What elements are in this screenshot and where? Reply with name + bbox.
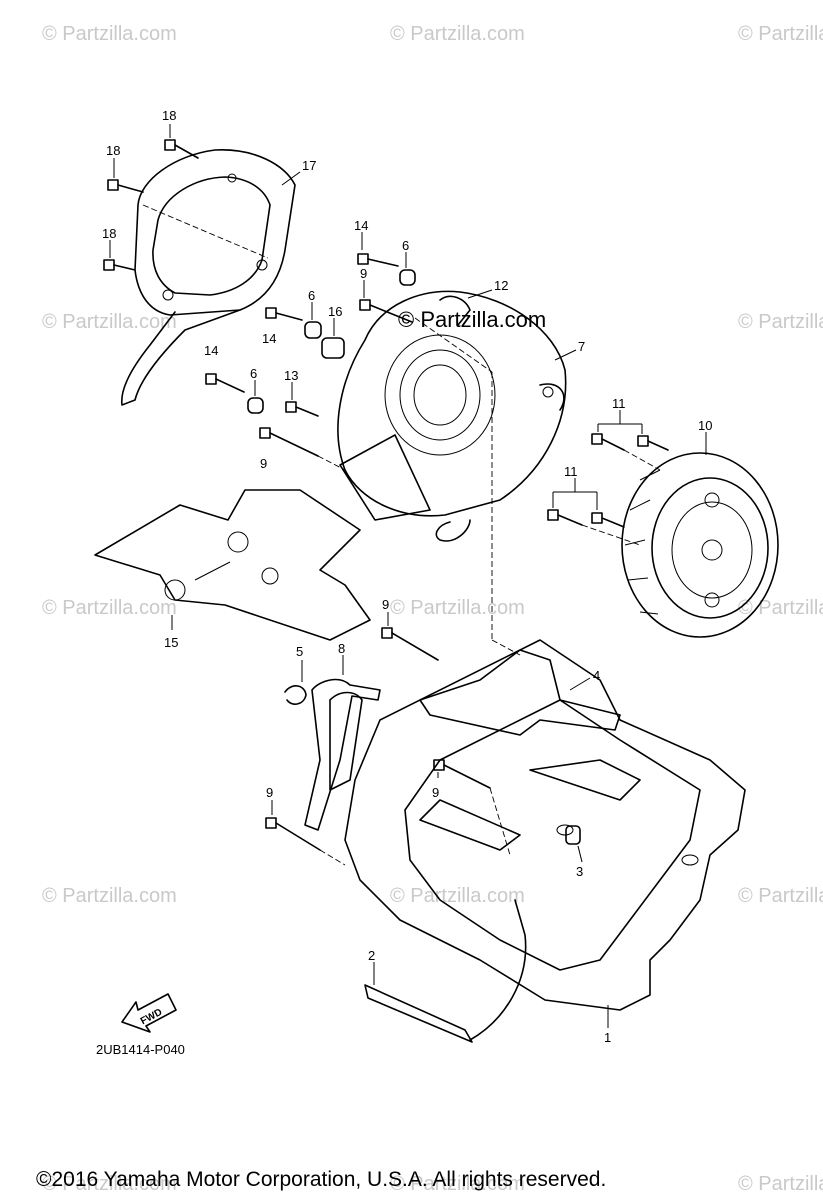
bolt-11: [547, 509, 583, 526]
watermark: © Partzilla.com: [738, 311, 823, 333]
spacers: [247, 269, 581, 845]
callout-label: 18: [106, 143, 120, 158]
bolt-13: [285, 401, 319, 417]
watermark: © Partzilla.com: [42, 597, 177, 619]
fwd-arrow-icon: FWD: [121, 993, 177, 1033]
bolt-11: [591, 512, 625, 528]
callout-numbers: 18 18 18 17 14 6 9 12 7 14 6 16 14 6 13 …: [102, 108, 712, 1045]
callout-label: 5: [296, 644, 303, 659]
callout-label: 9: [382, 597, 389, 612]
part-17-shroud: [120, 149, 296, 406]
callout-label: 2: [368, 948, 375, 963]
watermark: © Partzilla.com: [738, 1173, 823, 1195]
callout-label: 3: [576, 864, 583, 879]
callout-label: 17: [302, 158, 316, 173]
callout-label: 12: [494, 278, 508, 293]
watermark: © Partzilla.com: [42, 1173, 177, 1195]
bolt-11: [637, 435, 669, 451]
part-6-grommet: [304, 321, 322, 339]
copyright-notice: ©2016 Yamaha Motor Corporation, U.S.A. A…: [36, 1168, 606, 1191]
bolt-18: [107, 179, 144, 193]
watermark-grid: © Partzilla.com © Partzilla.com © Partzi…: [42, 23, 823, 1195]
assembly-lines: [142, 204, 661, 866]
callout-label: 9: [266, 785, 273, 800]
callout-label: 15: [164, 635, 178, 650]
callout-label: 9: [360, 266, 367, 281]
watermark: © Partzilla.com: [390, 597, 525, 619]
bolt-14: [357, 253, 399, 267]
callout-label: 11: [564, 464, 578, 479]
callout-label: 13: [284, 368, 298, 383]
part-10-flywheel: [621, 452, 779, 638]
bolt-18: [103, 259, 136, 271]
part-4-bracket: [419, 649, 621, 736]
bolt-18: [164, 139, 199, 159]
part-15-gasket: [94, 489, 371, 641]
watermark: © Partzilla.com: [390, 1173, 525, 1195]
part-3-collar: [565, 825, 581, 845]
callout-label: 6: [402, 238, 409, 253]
part-16-collar: [321, 337, 345, 359]
bolt-9: [265, 817, 321, 851]
callout-label: 9: [260, 456, 267, 471]
part-7-fan-housing: [337, 290, 567, 542]
callout-label: 8: [338, 641, 345, 656]
watermark-main: © Partzilla.com: [398, 307, 546, 332]
callout-label: 6: [308, 288, 315, 303]
watermark: © Partzilla.com: [42, 23, 177, 45]
fwd-label: FWD: [139, 1007, 164, 1027]
callout-label: 11: [612, 396, 626, 411]
part-2-strap: [364, 899, 527, 1043]
watermark: © Partzilla.com: [738, 23, 823, 45]
bolt-9: [359, 299, 413, 323]
bolt-14: [205, 373, 245, 393]
bolt-9: [433, 759, 491, 789]
callout-label: 6: [250, 366, 257, 381]
watermark: © Partzilla.com: [738, 885, 823, 907]
part-8-guide: [304, 678, 381, 831]
callout-label: 18: [102, 226, 116, 241]
bolt-11: [591, 433, 625, 451]
part-6-grommet: [247, 397, 264, 414]
watermark: © Partzilla.com: [42, 885, 177, 907]
bolt-9: [259, 427, 319, 457]
callout-label: 9: [432, 785, 439, 800]
bolt-14: [265, 307, 303, 321]
leader-lines: [109, 124, 707, 1028]
watermark: © Partzilla.com: [738, 597, 823, 619]
part-1-crankcase-cover: [329, 639, 746, 1011]
diagram-code: 2UB1414-P040: [96, 1042, 185, 1057]
watermark: © Partzilla.com: [390, 885, 525, 907]
part-6-grommet: [399, 269, 416, 286]
callout-label: 14: [204, 343, 218, 358]
bolts: [103, 139, 669, 851]
bolt-9: [381, 627, 439, 661]
callout-label: 1: [604, 1030, 611, 1045]
callout-label: 10: [698, 418, 712, 433]
callout-label: 7: [578, 339, 585, 354]
callout-label: 14: [262, 331, 276, 346]
callout-label: 16: [328, 304, 342, 319]
callout-label: 4: [593, 668, 600, 683]
watermark: © Partzilla.com: [390, 23, 525, 45]
callout-label: 14: [354, 218, 368, 233]
callout-label: 18: [162, 108, 176, 123]
part-5-clip: [284, 685, 307, 705]
watermark: © Partzilla.com: [42, 311, 177, 333]
